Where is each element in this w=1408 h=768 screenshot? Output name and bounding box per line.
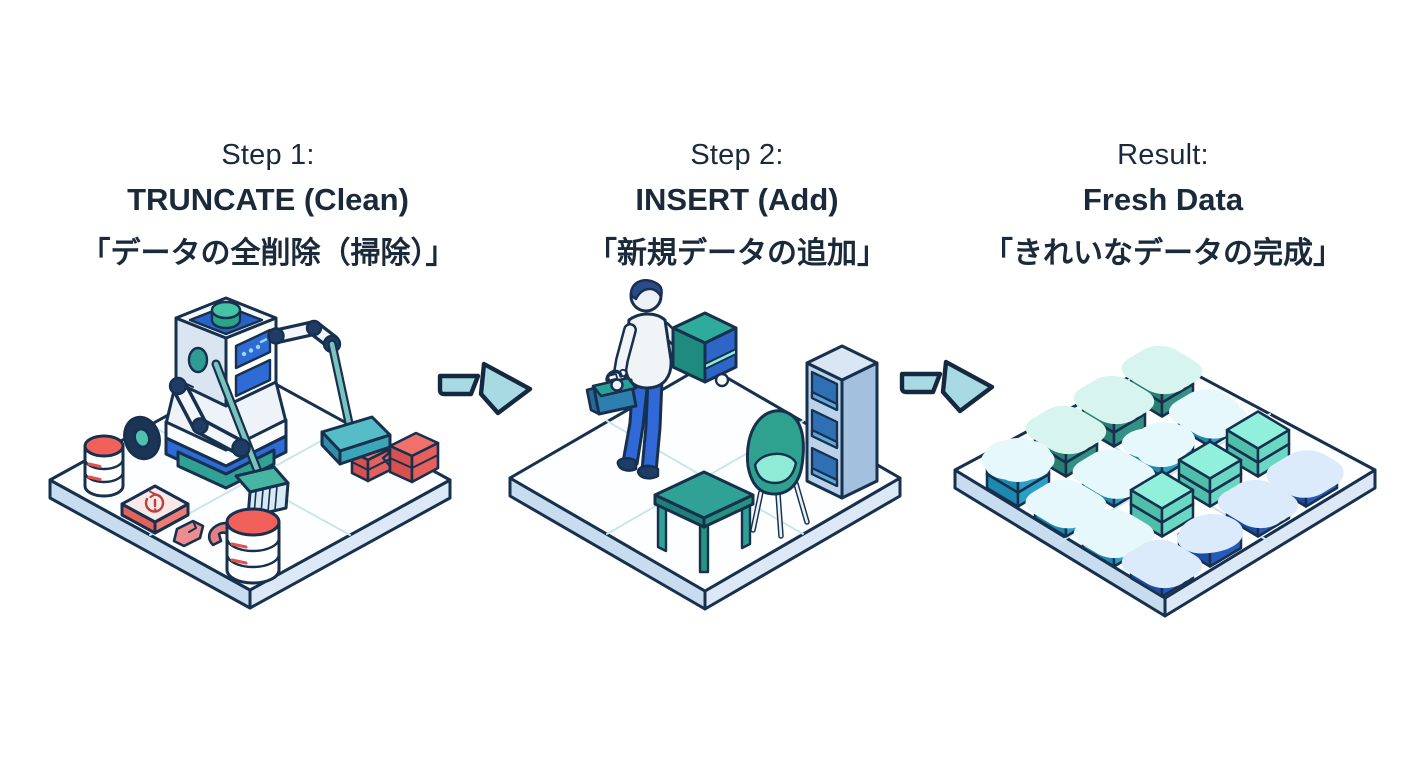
result-label: Result: (1117, 139, 1209, 171)
data-tile-lines-r2c0 (1025, 405, 1107, 478)
teal-chair (745, 409, 810, 539)
lines-icon (1121, 539, 1203, 589)
step1-label: Step 1: (221, 139, 315, 171)
data-tile-lines-r1c3 (1217, 479, 1299, 538)
image-icon (1072, 449, 1156, 499)
step2-subtitle-ja: 「新規データの追加」 (587, 237, 887, 270)
data-tile-folder-r0c1 (1168, 389, 1248, 448)
robot-wheel-hub (133, 427, 151, 449)
lines-icon (1073, 375, 1155, 425)
result-title: Fresh Data (1082, 182, 1244, 217)
red-database-cylinder-small (83, 434, 125, 498)
gear-icon (981, 438, 1055, 482)
robot-lower-panel (234, 358, 272, 398)
data-tile-mint-r0c2 (1225, 410, 1291, 478)
red-database-cylinder-large (225, 507, 281, 585)
step2-heading: Step 2: INSERT (Add) 「新規データの追加」 (587, 139, 887, 272)
lines-icon (1121, 345, 1203, 395)
data-tile-person-r1c1 (1121, 422, 1196, 478)
step1-title: TRUNCATE (Clean) (127, 182, 409, 217)
data-tile-lines-r3c3 (1121, 539, 1203, 598)
data-tile-mint-r1c2 (1177, 440, 1243, 508)
lines-icon (1025, 405, 1107, 455)
dustpan (320, 339, 392, 466)
folder-icon (1168, 389, 1248, 439)
news-icon (1073, 509, 1155, 559)
doc-icon (1266, 450, 1344, 498)
platform-2 (508, 363, 902, 611)
data-tile-doc-r0c3 (1266, 450, 1344, 508)
cleaning-robot (123, 296, 288, 490)
result-subtitle-ja: 「きれいなデータの完成」 (983, 237, 1343, 270)
robot-cap-top (210, 300, 242, 320)
restore-delete-icon (144, 490, 165, 513)
person-hand (610, 378, 624, 392)
person-shoe-left (616, 456, 638, 472)
bookshelf (805, 344, 879, 500)
data-tile-lines-r1c0 (1073, 375, 1155, 448)
person-shoe-right (636, 464, 660, 480)
broom (211, 359, 267, 487)
toolbox-handle (605, 369, 623, 382)
step2-label: Step 2: (690, 139, 784, 171)
robot-hand-left (231, 438, 251, 458)
flow-arrow-1-icon (437, 361, 533, 416)
browser-icon (1025, 479, 1107, 529)
data-tile-news-r3c2 (1073, 509, 1155, 568)
lines-icon (1217, 479, 1299, 529)
step1-heading: Step 1: TRUNCATE (Clean) 「データの全削除（掃除）」 (81, 139, 456, 272)
data-tile-browser-r3c1 (1025, 479, 1107, 538)
pin-icon (1177, 514, 1243, 554)
chair-cushion (753, 452, 798, 485)
robot-speaker (187, 346, 209, 374)
result-heading: Result: Fresh Data 「きれいなデータの完成」 (983, 139, 1343, 272)
data-tile-pin-r2c3 (1177, 514, 1243, 568)
illustration-fresh-data (953, 345, 1377, 618)
robot-screen (234, 328, 272, 370)
teal-table (653, 470, 755, 574)
data-tile-lines-r0c0 (1121, 345, 1203, 418)
person-hair (629, 279, 663, 301)
step1-subtitle-ja: 「データの全削除（掃除）」 (80, 237, 456, 270)
delete-history-tile (120, 484, 190, 535)
person-icon (1121, 422, 1196, 468)
cabinet-caster (714, 372, 730, 388)
flow-arrow-2-icon (899, 359, 995, 414)
toolbox (585, 368, 638, 416)
data-tile-image-r2c1 (1072, 449, 1156, 508)
carried-cabinet (671, 311, 738, 388)
data-tile-gear-r3c0 (981, 438, 1055, 508)
step2-title: INSERT (Add) (635, 182, 839, 217)
illustration-insert-add (508, 279, 902, 611)
data-tile-mint-r2c2 (1129, 470, 1195, 538)
result-data-grid (981, 345, 1344, 598)
bookshelf-openings (810, 370, 839, 488)
illustration-truncate-clean (48, 296, 452, 610)
